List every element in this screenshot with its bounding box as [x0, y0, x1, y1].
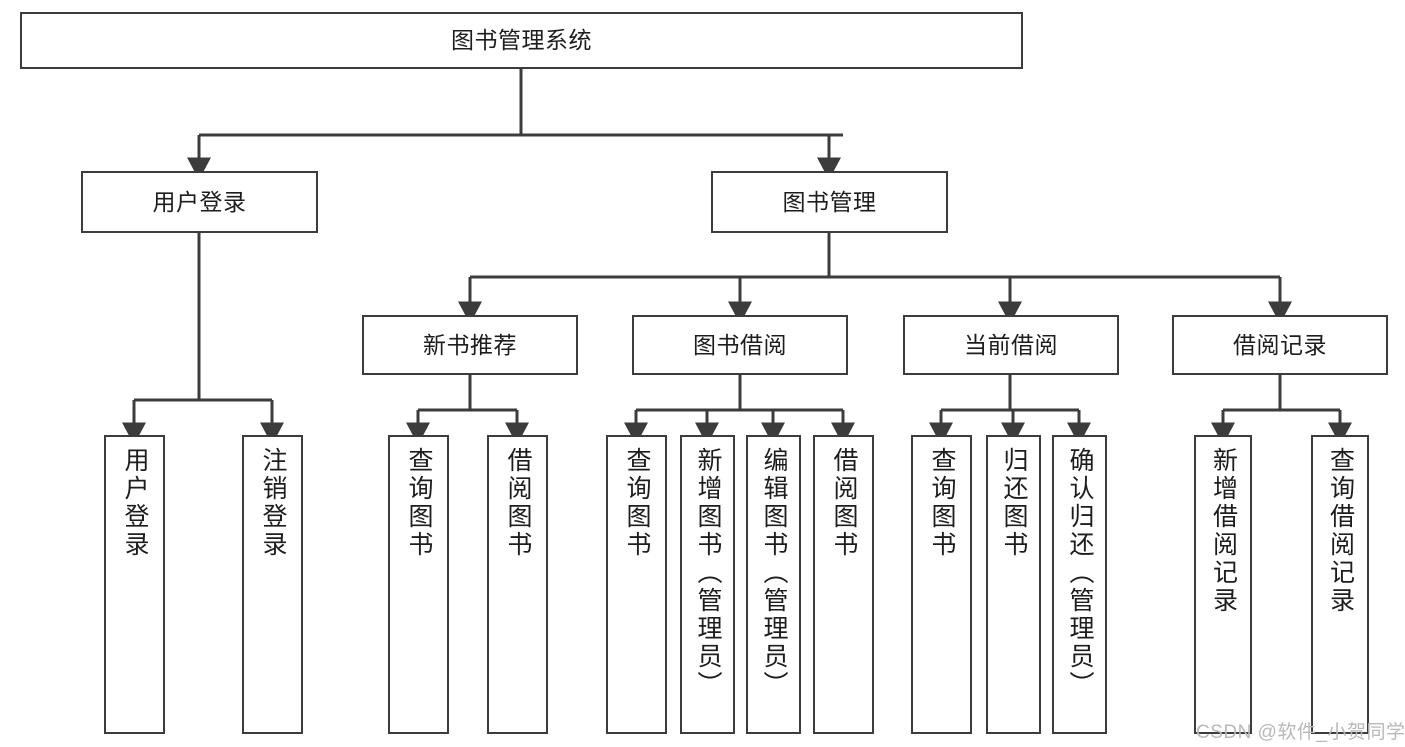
- node-leaf-query-book-3-label: 查询图书: [928, 447, 956, 559]
- node-book-borrow[interactable]: 图书借阅: [632, 315, 848, 375]
- node-leaf-query-book-3[interactable]: 查询图书: [911, 435, 972, 734]
- node-leaf-confirm-return[interactable]: 确认归还（管理员）: [1052, 435, 1107, 734]
- node-leaf-borrow-book-2-label: 借阅图书: [830, 447, 858, 559]
- node-user-login[interactable]: 用户登录: [81, 171, 318, 233]
- node-borrow-record[interactable]: 借阅记录: [1172, 315, 1388, 375]
- node-book-manage[interactable]: 图书管理: [711, 171, 948, 233]
- node-leaf-confirm-return-label: 确认归还（管理员）: [1066, 447, 1094, 699]
- node-leaf-add-book-label: 新增图书（管理员）: [694, 447, 722, 699]
- node-leaf-user-logout[interactable]: 注销登录: [242, 435, 303, 734]
- node-new-book-rec[interactable]: 新书推荐: [362, 315, 578, 375]
- node-root[interactable]: 图书管理系统: [20, 12, 1023, 69]
- node-leaf-query-book-2[interactable]: 查询图书: [606, 435, 667, 734]
- node-leaf-query-book-2-label: 查询图书: [623, 447, 651, 559]
- node-borrow-record-label: 借阅记录: [1233, 331, 1327, 358]
- node-leaf-edit-book[interactable]: 编辑图书（管理员）: [746, 435, 801, 734]
- node-leaf-return-book-label: 归还图书: [1000, 447, 1028, 559]
- node-leaf-borrow-book-1[interactable]: 借阅图书: [487, 435, 548, 734]
- node-leaf-query-record-label: 查询借阅记录: [1326, 447, 1355, 615]
- node-current-borrow[interactable]: 当前借阅: [903, 315, 1119, 375]
- node-leaf-user-login-label: 用户登录: [121, 447, 149, 559]
- node-leaf-add-record[interactable]: 新增借阅记录: [1194, 435, 1252, 734]
- node-leaf-query-record[interactable]: 查询借阅记录: [1311, 435, 1369, 734]
- node-leaf-borrow-book-2[interactable]: 借阅图书: [813, 435, 874, 734]
- node-book-manage-label: 图书管理: [782, 188, 877, 215]
- node-leaf-query-book-1-label: 查询图书: [405, 447, 433, 559]
- node-leaf-add-book[interactable]: 新增图书（管理员）: [680, 435, 735, 734]
- node-leaf-query-book-1[interactable]: 查询图书: [388, 435, 449, 734]
- node-leaf-user-logout-label: 注销登录: [259, 447, 287, 559]
- node-leaf-borrow-book-1-label: 借阅图书: [504, 447, 532, 559]
- node-leaf-user-login[interactable]: 用户登录: [104, 435, 165, 734]
- node-leaf-edit-book-label: 编辑图书（管理员）: [760, 447, 788, 699]
- node-current-borrow-label: 当前借阅: [964, 331, 1058, 358]
- node-book-borrow-label: 图书借阅: [693, 331, 787, 358]
- node-new-book-rec-label: 新书推荐: [423, 331, 517, 358]
- node-leaf-add-record-label: 新增借阅记录: [1209, 447, 1238, 615]
- node-leaf-return-book[interactable]: 归还图书: [986, 435, 1041, 734]
- node-user-login-label: 用户登录: [152, 188, 247, 215]
- node-root-label: 图书管理系统: [451, 27, 592, 54]
- csdn-watermark: CSDN @软件_小贺同学: [1196, 722, 1405, 743]
